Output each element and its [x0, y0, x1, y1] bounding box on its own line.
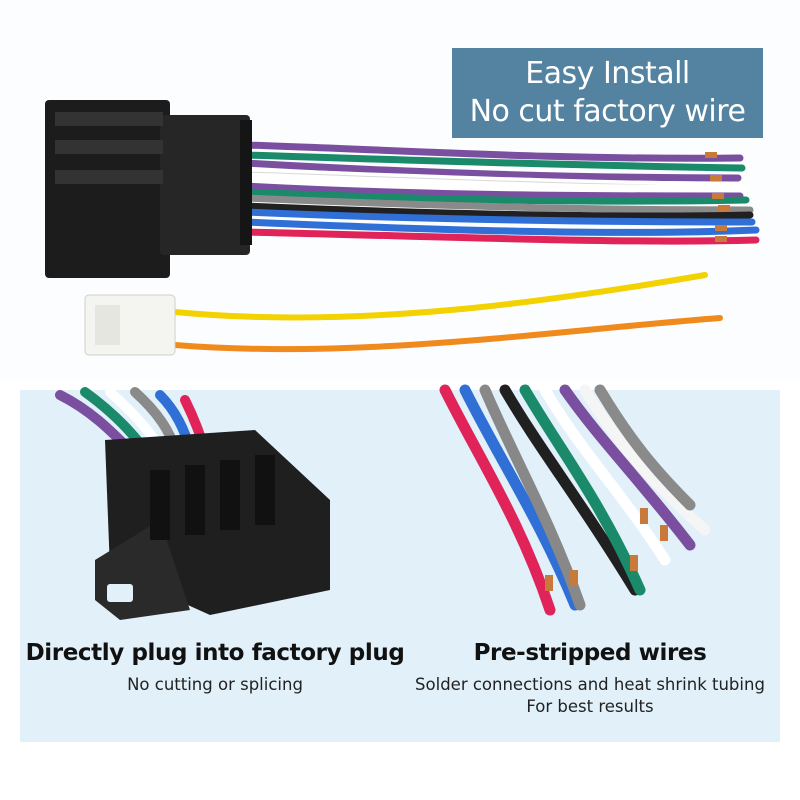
copper-ends: [545, 508, 668, 591]
stripped-wire-tips: [705, 152, 730, 242]
factory-connector: [45, 100, 252, 278]
left-caption-title: Directly plug into factory plug: [25, 640, 405, 666]
right-caption-title: Pre-stripped wires: [473, 640, 707, 666]
right-caption-subtitle-2: For best results: [526, 697, 654, 716]
white-connector: [84, 294, 176, 356]
left-caption-subtitle: No cutting or splicing: [127, 675, 303, 694]
right-caption-subtitle-1: Solder connections and heat shrink tubin…: [415, 675, 765, 694]
harness-wires: [172, 141, 760, 353]
left-caption: Directly plug into factory plug No cutti…: [20, 640, 410, 696]
stripped-wires-closeup: [439, 384, 711, 616]
banner-line-1: Easy Install: [525, 56, 690, 91]
banner-line-2: No cut factory wire: [469, 94, 746, 129]
feature-banner: Easy Install No cut factory wire: [452, 48, 763, 138]
connector-closeup: [55, 387, 330, 620]
right-caption: Pre-stripped wires Solder connections an…: [400, 640, 780, 718]
